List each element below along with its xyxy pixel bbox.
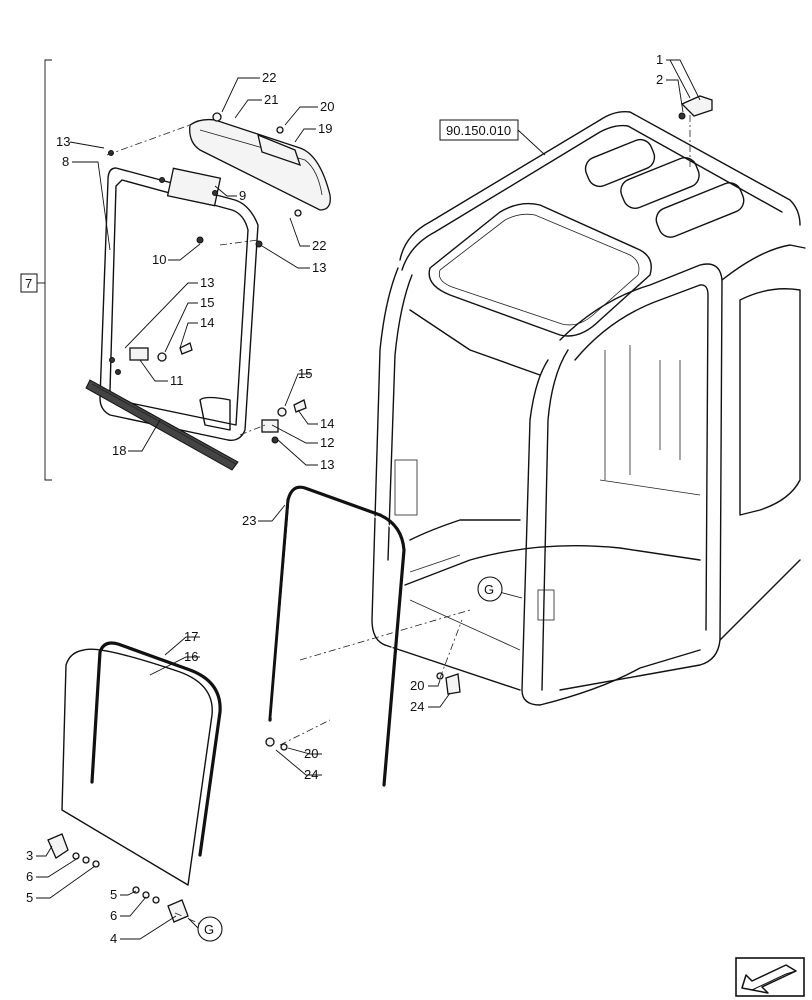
callout-20-top[interactable]: 20 — [320, 99, 334, 114]
callout-15-left[interactable]: 15 — [200, 295, 214, 310]
callout-11[interactable]: 11 — [170, 373, 184, 388]
callout-22-mid[interactable]: 22 — [312, 238, 326, 253]
handle-bar-assembly — [189, 112, 331, 217]
callout-5-left[interactable]: 5 — [26, 890, 33, 905]
callout-18[interactable]: 18 — [112, 443, 126, 458]
callout-4[interactable]: 4 — [110, 931, 117, 946]
reference-number: 90.150.010 — [446, 123, 511, 138]
callout-17[interactable]: 17 — [184, 629, 198, 644]
navigation-arrow-icon[interactable] — [735, 957, 805, 997]
group-number-label: 7 — [25, 276, 32, 291]
callout-20-cab[interactable]: 20 — [410, 678, 424, 693]
callout-21[interactable]: 21 — [264, 92, 278, 107]
callout-numbers: 1 2 22 21 20 19 13 8 9 22 10 13 13 15 14… — [26, 52, 663, 946]
callout-6-left[interactable]: 6 — [26, 869, 33, 884]
callout-19[interactable]: 19 — [318, 121, 332, 136]
callout-24-cab[interactable]: 24 — [410, 699, 424, 714]
callout-12[interactable]: 12 — [320, 435, 334, 450]
reference-box[interactable]: 90.150.010 — [439, 119, 546, 156]
door-seal — [268, 485, 406, 787]
callout-13-inner[interactable]: 13 — [200, 275, 214, 290]
callout-9[interactable]: 9 — [239, 188, 246, 203]
callout-14-left[interactable]: 14 — [200, 315, 214, 330]
callout-leaders — [36, 59, 701, 940]
callout-10[interactable]: 10 — [152, 252, 166, 267]
door-panel-assembly — [99, 167, 259, 441]
door-hardware — [108, 150, 307, 444]
callout-1[interactable]: 1 — [656, 52, 663, 67]
cab-body — [299, 100, 806, 706]
callout-6-right[interactable]: 6 — [110, 908, 117, 923]
latch-hardware — [47, 95, 713, 923]
callout-20-seal[interactable]: 20 — [304, 746, 318, 761]
callout-23[interactable]: 23 — [242, 513, 256, 528]
detail-marker-g-latch[interactable]: G — [197, 916, 223, 942]
callout-13-bottom[interactable]: 13 — [320, 457, 334, 472]
callout-14-right[interactable]: 14 — [320, 416, 334, 431]
detail-marker-g-cab-label: G — [484, 582, 494, 597]
detail-marker-g-cab[interactable]: G — [477, 576, 503, 602]
group-bracket: 7 — [20, 59, 52, 481]
callout-15-right[interactable]: 15 — [298, 366, 312, 381]
callout-8[interactable]: 8 — [62, 154, 69, 169]
callout-3[interactable]: 3 — [26, 848, 33, 863]
window-glass — [61, 641, 222, 886]
weatherstrip-bottom — [85, 379, 239, 471]
detail-marker-g-latch-label: G — [204, 922, 214, 937]
callout-24-seal[interactable]: 24 — [304, 767, 318, 782]
callout-22-top[interactable]: 22 — [262, 70, 276, 85]
callout-16[interactable]: 16 — [184, 649, 198, 664]
callout-5-right[interactable]: 5 — [110, 887, 117, 902]
group-number-box — [20, 273, 38, 293]
callout-2[interactable]: 2 — [656, 72, 663, 87]
callout-13-top[interactable]: 13 — [56, 134, 70, 149]
callout-13-mid[interactable]: 13 — [312, 260, 326, 275]
